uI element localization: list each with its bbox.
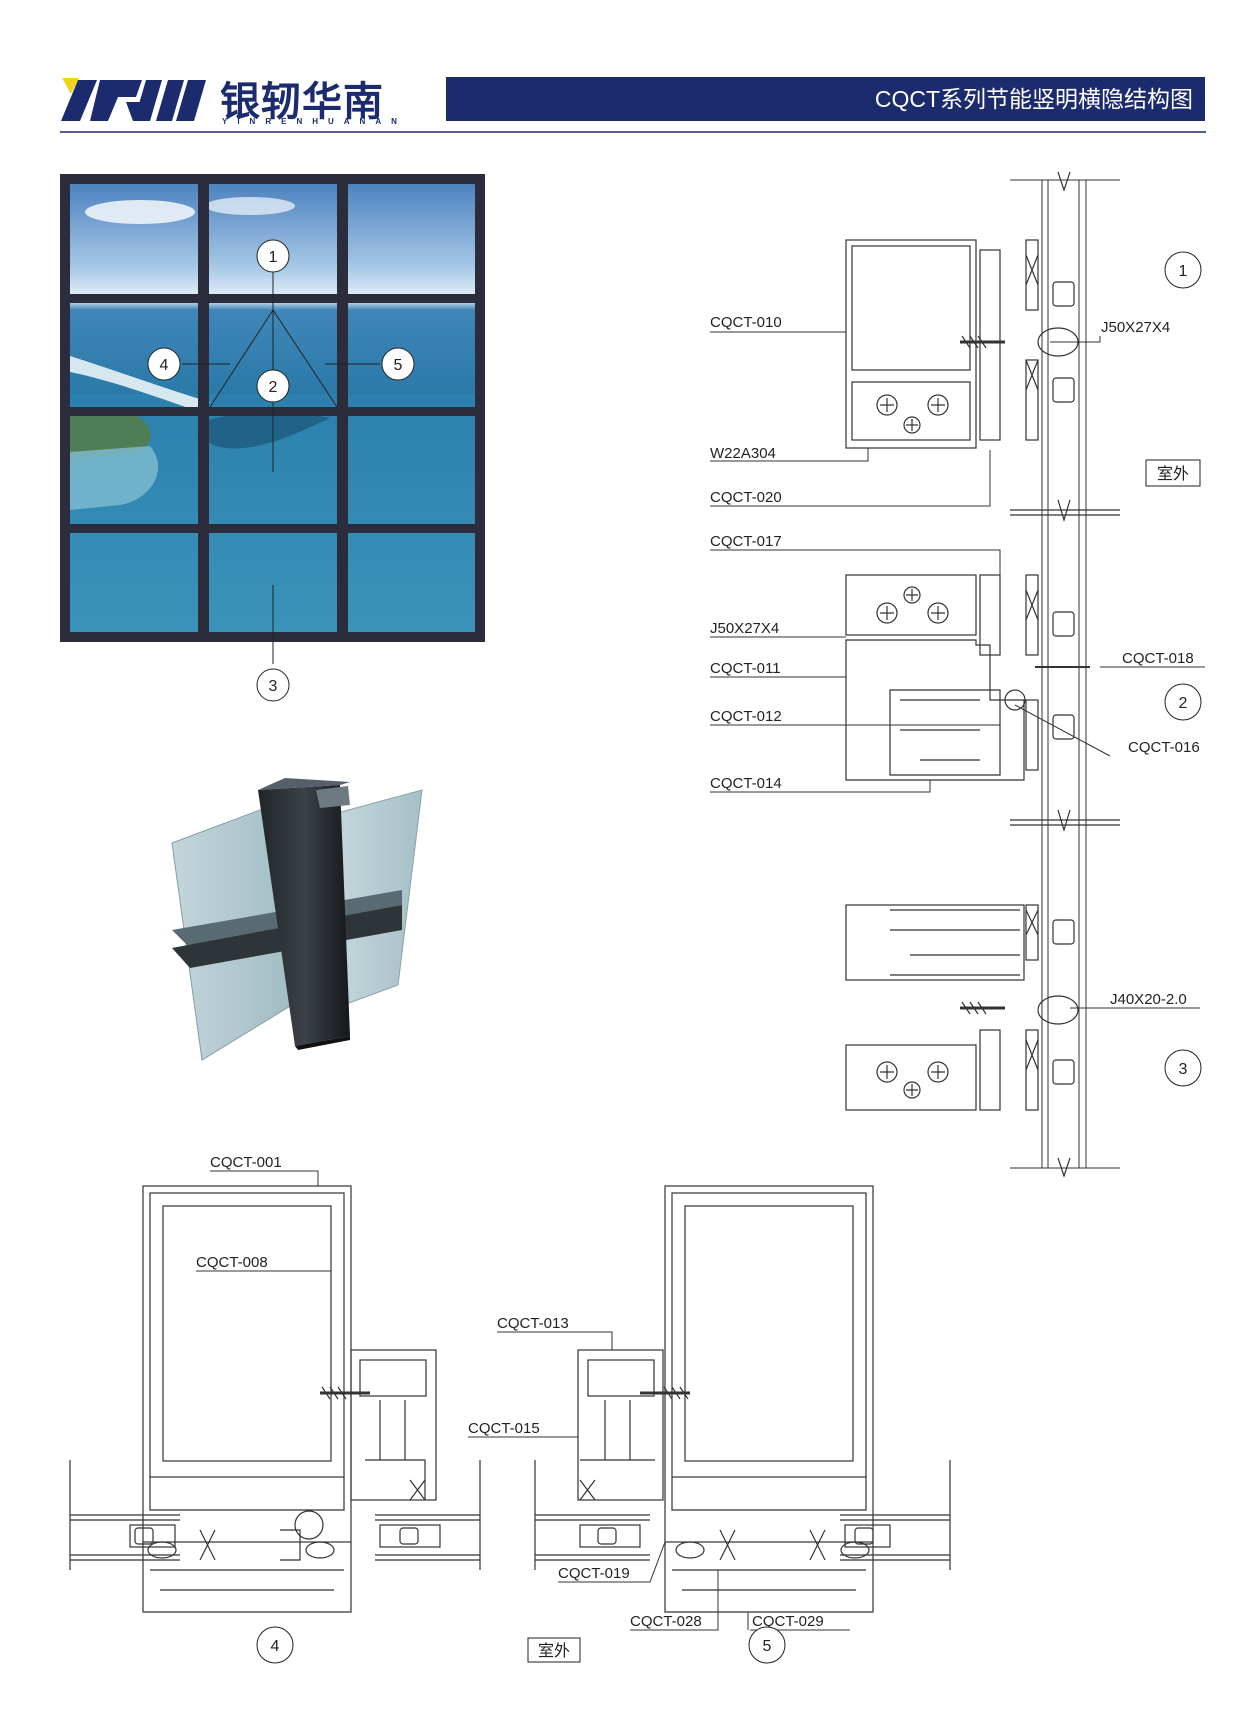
svg-text:2: 2 xyxy=(1179,695,1188,712)
svg-text:4: 4 xyxy=(160,357,169,374)
svg-text:1: 1 xyxy=(1179,263,1188,280)
svg-text:2: 2 xyxy=(269,379,278,396)
label-cqct-001: CQCT-001 xyxy=(210,1154,282,1171)
node-3-profile xyxy=(845,904,1079,1111)
svg-text:3: 3 xyxy=(1179,1061,1188,1078)
node-marker-1: 1 xyxy=(1164,251,1202,289)
header: 银轫华南 YINRENHUANAN CQCT系列节能竖明横隐结构图 xyxy=(60,77,1206,133)
label-cqct-019: CQCT-019 xyxy=(558,1565,630,1582)
label-cqct-015: CQCT-015 xyxy=(468,1420,540,1437)
header-title-bar xyxy=(446,77,1205,121)
curtain-wall-elevation: 1 2 3 4 5 xyxy=(60,174,485,702)
elevation-marker-1: 1 xyxy=(256,239,290,273)
glass-panes xyxy=(1010,179,1120,1169)
label-cqct-011: CQCT-011 xyxy=(710,660,781,677)
svg-text:5: 5 xyxy=(763,1638,772,1655)
outside-label-horizontal: 室外 xyxy=(527,1637,581,1663)
horizontal-section-drawing xyxy=(69,1170,951,1631)
node-marker-4: 4 xyxy=(256,1626,294,1664)
logo-mark-icon xyxy=(61,78,206,121)
node-5-profile xyxy=(534,1185,951,1613)
node-4-profile xyxy=(69,1185,481,1613)
label-cqct-020: CQCT-020 xyxy=(710,489,782,506)
label-cqct-018: CQCT-018 xyxy=(1122,650,1194,667)
brand-chinese-name: 银轫华南 xyxy=(220,79,384,125)
svg-text:室外: 室外 xyxy=(538,1642,570,1660)
brand-english-name: YINRENHUANAN xyxy=(222,117,407,126)
node-marker-2: 2 xyxy=(1164,683,1202,721)
mullion-3d-illustration xyxy=(171,778,423,1061)
vertical-section-labels: CQCT-010 J50X27X4 W22A304 CQCT-020 CQCT-… xyxy=(710,251,1202,1087)
svg-text:4: 4 xyxy=(271,1638,280,1655)
label-cqct-014: CQCT-014 xyxy=(710,775,782,792)
label-j40x20: J40X20-2.0 xyxy=(1110,991,1187,1008)
label-cqct-012: CQCT-012 xyxy=(710,708,782,725)
svg-text:5: 5 xyxy=(394,357,403,374)
page-title: CQCT系列节能竖明横隐结构图 xyxy=(875,86,1193,112)
leader-lines xyxy=(710,331,1205,1009)
horizontal-section-labels: CQCT-001 CQCT-008 CQCT-013 CQCT-015 CQCT… xyxy=(196,1154,824,1664)
label-cqct-013: CQCT-013 xyxy=(497,1315,569,1332)
vertical-section-drawing xyxy=(710,171,1205,1178)
svg-text:1: 1 xyxy=(269,249,278,266)
node-marker-3: 3 xyxy=(1164,1049,1202,1087)
elevation-marker-5: 5 xyxy=(381,347,415,381)
label-cqct-016: CQCT-016 xyxy=(1128,739,1200,756)
label-w22a304: W22A304 xyxy=(710,445,776,462)
label-j50x27x4-top: J50X27X4 xyxy=(1101,319,1170,336)
break-symbols xyxy=(1010,171,1120,1178)
node-2-profile xyxy=(845,574,1090,781)
svg-text:3: 3 xyxy=(269,678,278,695)
label-j50x27x4-mid: J50X27X4 xyxy=(710,620,779,637)
node-1-profile xyxy=(845,239,1079,449)
outside-label-vertical: 室外 xyxy=(1145,459,1201,487)
label-cqct-029: CQCT-029 xyxy=(752,1613,824,1630)
elevation-marker-3: 3 xyxy=(256,668,290,702)
node-marker-5: 5 xyxy=(748,1626,786,1664)
label-cqct-028: CQCT-028 xyxy=(630,1613,702,1630)
svg-text:室外: 室外 xyxy=(1157,465,1189,483)
label-cqct-010: CQCT-010 xyxy=(710,314,782,331)
horizontal-leader-lines xyxy=(196,1170,850,1631)
label-cqct-017: CQCT-017 xyxy=(710,533,782,550)
elevation-marker-4: 4 xyxy=(147,347,181,381)
elevation-marker-2: 2 xyxy=(256,369,290,403)
label-cqct-008: CQCT-008 xyxy=(196,1254,268,1271)
